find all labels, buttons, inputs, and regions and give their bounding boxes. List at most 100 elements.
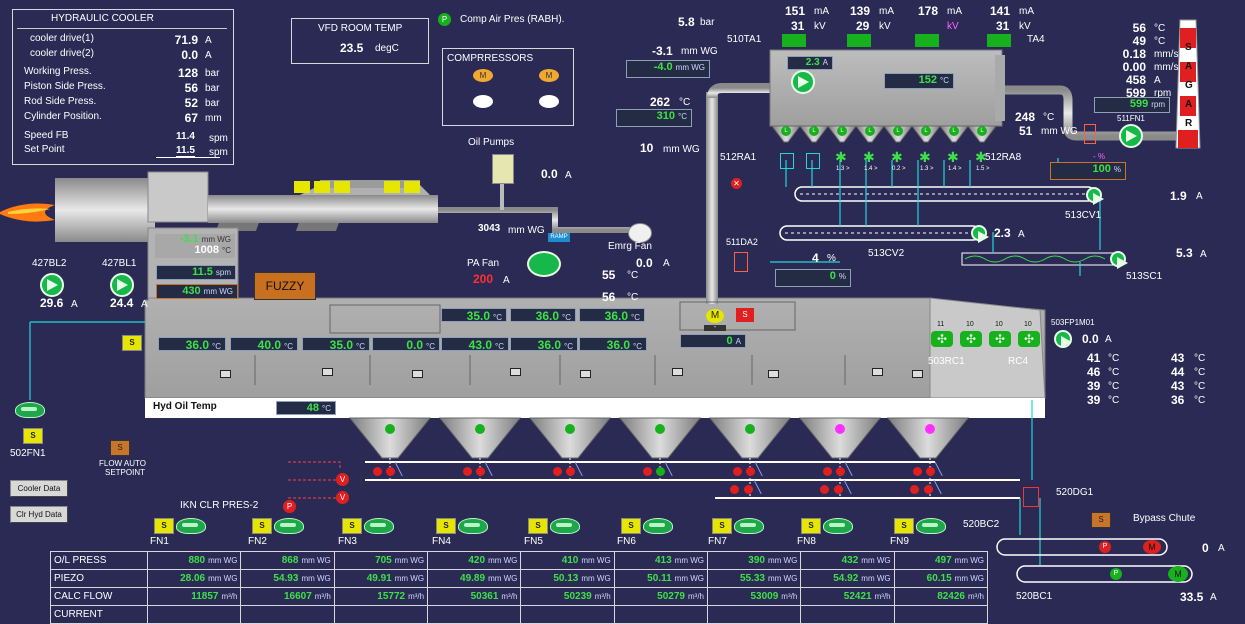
hopper-gate-icon[interactable]: ╲ [845, 462, 853, 476]
cooler-fan-icon[interactable] [364, 516, 394, 536]
hopper-flap-icon[interactable] [926, 467, 935, 476]
esp-rotary-valve-icon[interactable]: ✱ [891, 149, 903, 165]
esp-gate-1-icon[interactable] [780, 153, 794, 169]
cooler-fan-icon[interactable] [458, 516, 488, 536]
hopper-level-icon[interactable] [925, 424, 935, 434]
esp-motor-icon[interactable] [791, 70, 815, 94]
outlet-damper-icon[interactable] [1084, 124, 1096, 144]
burner-status-s[interactable]: S [122, 335, 142, 351]
compressor-3-icon[interactable] [473, 95, 493, 108]
fan-status-s[interactable]: S [894, 518, 914, 534]
hopper-gate-icon[interactable]: ╲ [934, 480, 942, 494]
hopper-flap-icon[interactable] [730, 485, 739, 494]
hopper-flap-icon[interactable] [836, 467, 845, 476]
hopper-flap-icon[interactable] [744, 485, 753, 494]
pa-fan-icon[interactable] [527, 251, 561, 277]
fan-status-s[interactable]: S [801, 518, 821, 534]
ikn-pressure-icon[interactable]: P [283, 500, 296, 513]
compressor-4-icon[interactable] [539, 95, 559, 108]
cooler-fan-icon[interactable] [734, 516, 764, 536]
hopper-level-icon[interactable] [745, 424, 755, 434]
compressor-2-icon[interactable]: M [539, 69, 559, 82]
hopper-flap-icon[interactable] [820, 485, 829, 494]
esp-rotary-valve-icon[interactable]: ✱ [947, 149, 959, 165]
esp-hopper-rapper-icon[interactable]: L [809, 126, 819, 136]
flow-auto-status[interactable]: S [110, 440, 130, 456]
fan-status-s[interactable]: S [342, 518, 362, 534]
cooler-data-button[interactable]: Cooler Data [10, 480, 68, 497]
hopper-flap-icon[interactable] [910, 485, 919, 494]
hopper-level-icon[interactable] [655, 424, 665, 434]
hopper-flap-icon[interactable] [913, 467, 922, 476]
hopper-flap-icon[interactable] [823, 467, 832, 476]
520bc2-motor-icon[interactable]: M [1143, 540, 1161, 554]
hopper-flap-icon[interactable] [746, 467, 755, 476]
sc1-motor-icon[interactable] [1110, 251, 1128, 269]
esp-alarm-icon[interactable]: ✕ [731, 178, 742, 189]
esp-hopper-rapper-icon[interactable]: L [781, 126, 791, 136]
cv1-motor-icon[interactable] [1086, 187, 1104, 205]
hopper-flap-icon[interactable] [643, 467, 652, 476]
hopper-flap-icon[interactable] [733, 467, 742, 476]
fuzzy-button[interactable]: FUZZY [254, 272, 316, 300]
crusher-stop-icon[interactable]: S [736, 308, 754, 322]
esp-rotary-valve-icon[interactable]: ✱ [863, 149, 875, 165]
esp-hopper-rapper-icon[interactable]: L [949, 126, 959, 136]
clr-hyd-data-button[interactable]: Clr Hyd Data [10, 506, 68, 523]
bypass-chute-status[interactable]: S [1091, 512, 1111, 528]
hopper-gate-icon[interactable]: ╲ [485, 462, 493, 476]
cooler-fan-icon[interactable] [176, 516, 206, 536]
esp-hopper-rapper-icon[interactable]: L [921, 126, 931, 136]
hopper-flap-icon[interactable] [656, 467, 665, 476]
cooler-fan-icon[interactable] [274, 516, 304, 536]
hopper-flap-icon[interactable] [834, 485, 843, 494]
fan-status-s[interactable]: S [528, 518, 548, 534]
crusher-motor-icon[interactable]: M [706, 309, 724, 323]
520bc1-motor-icon[interactable]: M [1168, 566, 1188, 582]
cooler-fan-icon[interactable] [643, 516, 673, 536]
fan-status-s[interactable]: S [621, 518, 641, 534]
hopper-flap-icon[interactable] [476, 467, 485, 476]
fpm-motor-icon[interactable] [1054, 330, 1072, 348]
hopper-gate-icon[interactable]: ╲ [754, 480, 762, 494]
rc-fan-icon[interactable]: ✣ [1018, 331, 1040, 347]
hopper-flap-icon[interactable] [386, 467, 395, 476]
fan-status-s[interactable]: S [712, 518, 732, 534]
502fn1-fan-icon[interactable] [15, 400, 45, 420]
hopper-gate-icon[interactable]: ╲ [395, 462, 403, 476]
hopper-flap-icon[interactable] [463, 467, 472, 476]
cooler-fan-icon[interactable] [823, 516, 853, 536]
hopper-flap-icon[interactable] [373, 467, 382, 476]
stack-fan-icon[interactable] [1119, 124, 1143, 148]
cooler-fan-icon[interactable] [916, 516, 946, 536]
emrg-fan-icon[interactable] [628, 223, 652, 243]
hopper-flap-icon[interactable] [924, 485, 933, 494]
502fn1-status[interactable]: S [23, 428, 43, 444]
520bc1-pull-cord-icon[interactable]: P [1110, 568, 1122, 580]
fan-left-icon[interactable] [110, 273, 134, 297]
esp-gate-2-icon[interactable] [806, 153, 820, 169]
esp-hopper-rapper-icon[interactable]: L [837, 126, 847, 136]
520dg1-icon[interactable] [1023, 487, 1039, 507]
esp-rotary-valve-icon[interactable]: ✱ [975, 149, 987, 165]
520bc2-pull-cord-icon[interactable]: P [1099, 541, 1111, 553]
hopper-level-icon[interactable] [835, 424, 845, 434]
valve-2-icon[interactable]: V [336, 491, 349, 504]
hopper-gate-icon[interactable]: ╲ [575, 462, 583, 476]
esp-rotary-valve-icon[interactable]: ✱ [835, 149, 847, 165]
oil-pump-icon[interactable] [492, 154, 514, 184]
esp-hopper-rapper-icon[interactable]: L [893, 126, 903, 136]
compressor-1-icon[interactable]: M [473, 69, 493, 82]
hopper-level-icon[interactable] [565, 424, 575, 434]
rc-fan-icon[interactable]: ✣ [931, 331, 953, 347]
valve-1-icon[interactable]: V [336, 473, 349, 486]
fan-left-icon[interactable] [40, 273, 64, 297]
hopper-flap-icon[interactable] [553, 467, 562, 476]
hopper-gate-icon[interactable]: ╲ [935, 462, 943, 476]
hopper-gate-icon[interactable]: ╲ [665, 462, 673, 476]
hopper-gate-icon[interactable]: ╲ [844, 480, 852, 494]
da-damper-icon[interactable] [734, 252, 748, 272]
fan-status-s[interactable]: S [436, 518, 456, 534]
hopper-level-icon[interactable] [385, 424, 395, 434]
esp-hopper-rapper-icon[interactable]: L [865, 126, 875, 136]
